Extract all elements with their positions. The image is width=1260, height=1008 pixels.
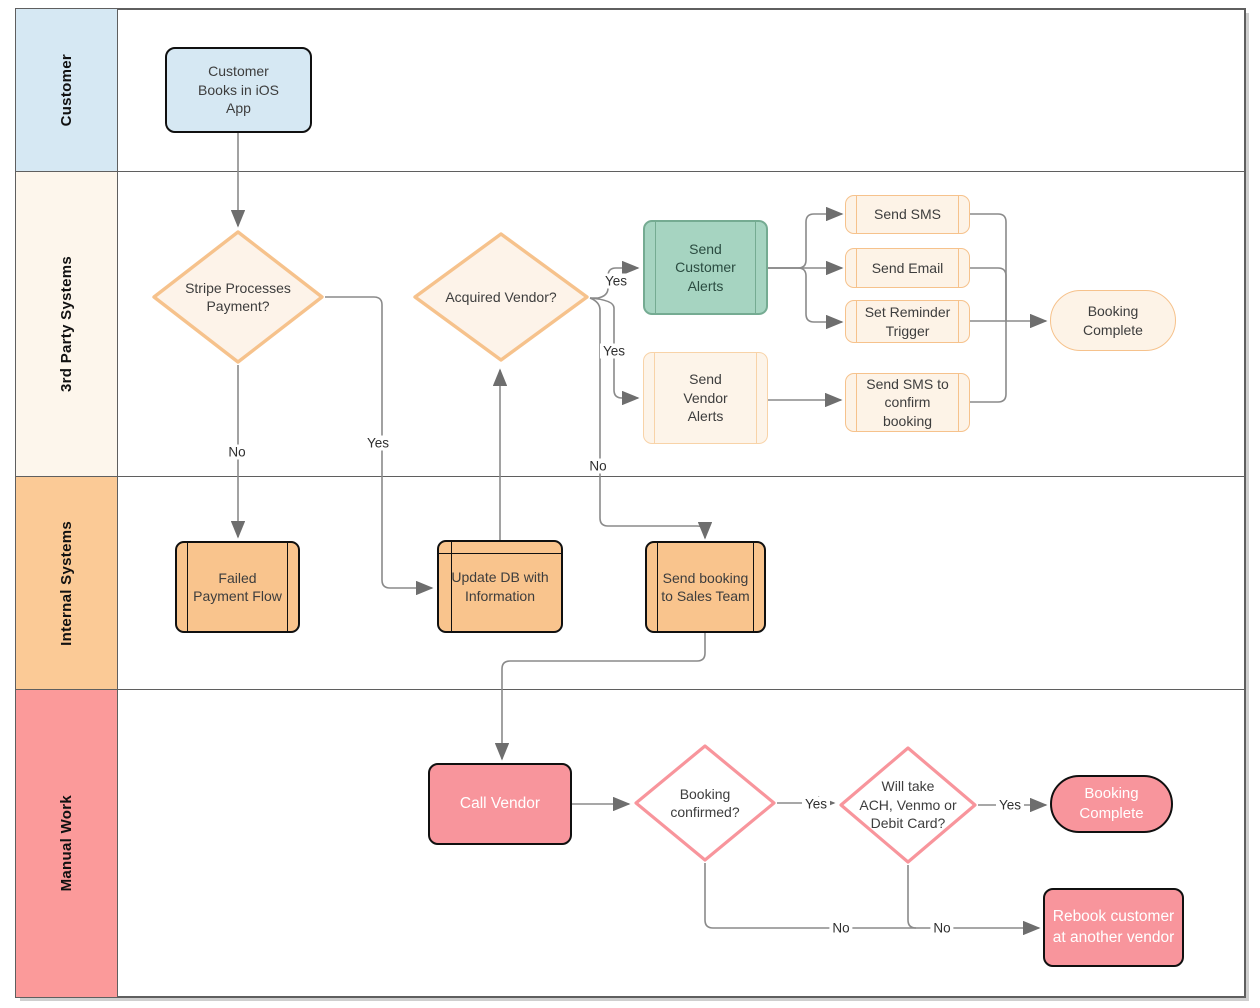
edge-label-yes: Yes [601,273,631,289]
edge-label-yes: Yes [599,343,629,359]
node-send-sms-to-confirm-booking: Send SMS to confirm booking [845,373,970,432]
edge-willtake-no-join [907,865,917,929]
edge-confirm-sms-to-complete [970,321,1007,403]
node-send-sms: Send SMS [845,195,970,234]
node-call-vendor: Call Vendor [428,763,572,845]
diamond-shape [839,746,977,864]
node-send-booking-to-sales-team: Send booking to Sales Team [645,541,766,633]
edge-sms-to-complete [970,213,1007,321]
diamond-shape [413,232,589,362]
edge-label-yes: Yes [801,796,831,812]
node-send-vendor-alerts: Send Vendor Alerts [643,352,768,444]
edge-sales-team-to-call-vendor [494,633,706,761]
edge-label-no: No [225,444,249,460]
node-rebook-customer: Rebook customer at another vendor [1043,888,1184,967]
diamond-label: Will take ACH, Venmo or Debit Card? [859,778,957,832]
edge-alerts-to-send-sms [768,206,844,269]
node-booking-complete-3rd-party: Booking Complete [1050,290,1176,351]
node-update-db-with-information: Update DB with Information [437,540,563,633]
edge-label-no: No [930,920,954,936]
node-send-customer-alerts: Send Customer Alerts [643,220,768,315]
node-booking-complete-manual: Booking Complete [1050,775,1173,833]
diamond-label: Booking confirmed? [670,785,740,820]
lane-divider [118,171,1246,172]
lane-divider [118,475,1246,477]
edge-email-to-complete [970,267,1007,321]
node-booking-confirmed: Booking confirmed? [633,743,777,863]
edge-alerts-to-set-reminder [768,267,844,330]
edge-label-yes: Yes [995,797,1025,813]
edge-acquired-no-sales-team [589,297,713,540]
edge-acquired-yes-vendor-alerts [589,297,640,406]
node-customer-books-ios-app: Customer Books in iOS App [165,47,312,133]
edge-label-no: No [829,920,853,936]
lane-divider [118,689,1246,690]
node-stripe-processes-payment: Stripe Processes Payment? [151,229,325,365]
node-acquired-vendor: Acquired Vendor? [412,231,590,363]
diamond-label: Acquired Vendor? [445,288,557,305]
edge-label-yes: Yes [363,435,393,451]
node-failed-payment-flow: Failed Payment Flow [175,541,300,633]
edge-label-no: No [586,458,610,474]
lane-label-manual-work: Manual Work [15,689,118,998]
diamond-shape [634,744,776,862]
diamond-shape [152,230,324,364]
edge-confirmed-no-rebook [704,863,1041,936]
node-will-take-ach-venmo-debit: Will take ACH, Venmo or Debit Card? [838,745,978,865]
diamond-label: Stripe Processes Payment? [185,279,291,314]
lane-label-3rd-party-systems: 3rd Party Systems [15,171,118,477]
node-set-reminder-trigger: Set Reminder Trigger [845,300,970,343]
node-send-email: Send Email [845,248,970,288]
